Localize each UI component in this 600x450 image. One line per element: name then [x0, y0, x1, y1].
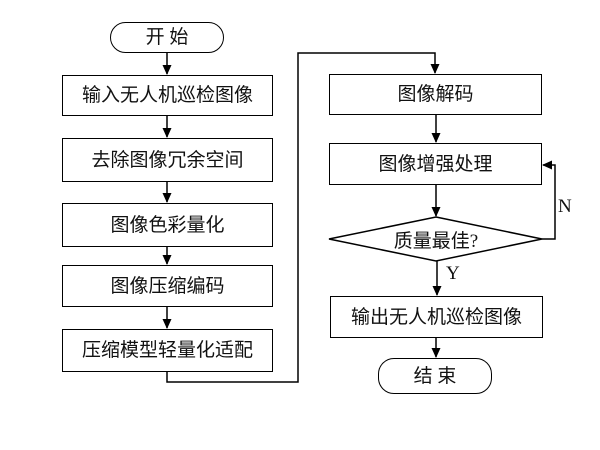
step-color-quantization: 图像色彩量化	[62, 203, 273, 247]
end-terminator: 结 束	[378, 358, 492, 394]
branch-label-yes: Y	[446, 263, 460, 284]
step-model-lightweight-adaptation: 压缩模型轻量化适配	[62, 329, 273, 372]
start-terminator: 开 始	[110, 22, 224, 53]
step-image-decoding: 图像解码	[329, 74, 542, 115]
decision-quality-best-label: 质量最佳?	[393, 230, 479, 252]
arrow-decode-to-enhance	[431, 115, 441, 143]
decision-diamond-shape	[328, 216, 543, 262]
arrow-quantize-to-encode	[162, 247, 172, 265]
step-remove-redundant-space: 去除图像冗余空间	[62, 138, 273, 182]
branch-label-no: N	[558, 196, 572, 217]
step-compression-encoding: 图像压缩编码	[62, 265, 273, 307]
arrow-remove-to-quantize	[162, 182, 172, 203]
connector-adapt-to-decode	[166, 52, 440, 383]
arrow-encode-to-adapt	[162, 307, 172, 329]
step-input-uav-image: 输入无人机巡检图像	[62, 75, 273, 116]
connector-no-loop	[542, 160, 556, 240]
step-output-uav-image: 输出无人机巡检图像	[330, 296, 543, 338]
arrow-enhance-to-decision	[431, 185, 441, 217]
arrow-input-to-remove	[162, 116, 172, 138]
arrow-output-to-end	[431, 338, 441, 358]
step-image-enhancement: 图像增强处理	[329, 143, 542, 185]
arrow-start-to-input	[162, 52, 172, 75]
arrow-yes-to-output	[432, 261, 442, 296]
